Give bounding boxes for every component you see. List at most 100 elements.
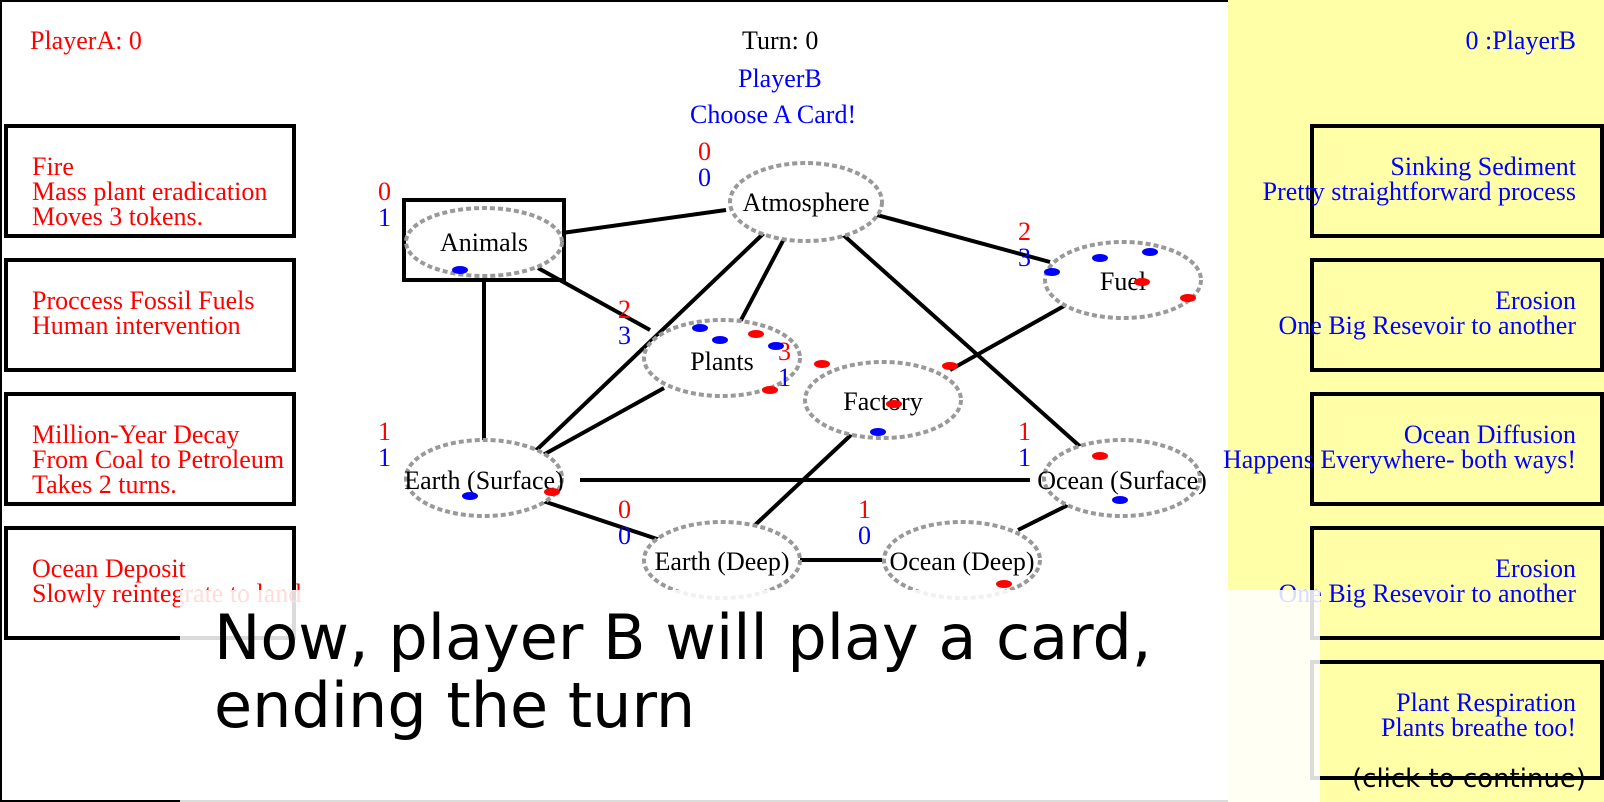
token-counts: 0 0 0 1 2 3 2 3 3 1 1 1 1 1 0 0 1 0	[378, 137, 1031, 550]
token-red	[748, 330, 764, 338]
card-title: Erosion	[1495, 286, 1576, 315]
count-fuel-red: 2	[1018, 217, 1031, 246]
count-earth-deep-red: 0	[618, 495, 631, 524]
node-label-earth-surface: Earth (Surface)	[404, 466, 564, 495]
token-blue	[870, 428, 886, 436]
node-earth-deep[interactable]	[642, 520, 802, 600]
card-desc: From Coal to Petroleum	[32, 445, 285, 474]
card-title: Million-Year Decay	[32, 420, 240, 449]
node-earth-surface[interactable]	[404, 438, 564, 518]
token-blue	[768, 342, 784, 350]
node-ocean-surface[interactable]	[1042, 438, 1202, 518]
carbon-tokens	[452, 248, 1196, 588]
edge-plants-earth-surface	[533, 386, 665, 462]
card-sinking-sediment[interactable]: Sinking Sediment Pretty straightforward …	[1263, 124, 1604, 238]
token-blue	[692, 324, 708, 332]
count-atmosphere-red: 0	[698, 137, 711, 166]
token-blue	[1142, 248, 1158, 256]
card-desc: Pretty straightforward process	[1262, 177, 1576, 206]
token-red	[1134, 278, 1150, 286]
current-player: PlayerB	[738, 64, 822, 93]
card-desc: Human intervention	[32, 311, 241, 340]
count-ocean-surface-blue: 1	[1018, 443, 1031, 472]
card-title: Proccess Fossil Fuels	[32, 286, 255, 315]
edge-atmosphere-plants	[738, 234, 788, 323]
edge-earth-surface-deep	[539, 498, 661, 542]
edge-animals-atmosphere	[561, 208, 727, 235]
continue-prompt[interactable]: (click to continue)	[1352, 764, 1587, 794]
edge-atmosphere-fuel	[865, 210, 1051, 264]
card-process-fossil-fuels[interactable]: Proccess Fossil Fuels Human intervention	[4, 258, 296, 372]
token-red	[1180, 294, 1196, 302]
selected-node-box	[402, 198, 566, 282]
node-label-factory: Factory	[843, 387, 922, 416]
edge-atmosphere-earth-surface	[524, 231, 766, 462]
player-a-score: PlayerA: 0	[30, 26, 142, 55]
count-earth-deep-blue: 0	[618, 521, 631, 550]
count-ocean-deep-red: 1	[858, 495, 871, 524]
edge-factory-fuel	[949, 304, 1065, 372]
token-blue	[452, 266, 468, 274]
token-red	[886, 400, 902, 408]
node-factory[interactable]	[803, 360, 963, 440]
card-ocean-diffusion[interactable]: Ocean Diffusion Happens Everywhere- both…	[1223, 392, 1604, 506]
token-red	[544, 488, 560, 496]
count-animals-blue: 1	[378, 203, 391, 232]
token-blue	[1112, 496, 1128, 504]
count-plants-red: 2	[618, 295, 631, 324]
card-title: Sinking Sediment	[1390, 152, 1576, 181]
card-title: Plant Respiration	[1396, 688, 1576, 717]
count-plants-blue-2: 1	[778, 363, 791, 392]
card-effect: Takes 2 turns.	[32, 470, 177, 499]
card-desc: One Big Resevoir to another	[1278, 311, 1577, 340]
node-label-plants: Plants	[690, 347, 754, 376]
card-title: Ocean Diffusion	[1403, 420, 1576, 449]
card-erosion[interactable]: Erosion One Big Resevoir to another	[1279, 258, 1604, 372]
card-title: Erosion	[1495, 554, 1576, 583]
card-fire[interactable]: Fire Mass plant eradication Moves 3 toke…	[4, 124, 296, 238]
card-desc: Plants breathe too!	[1381, 713, 1576, 742]
token-blue	[712, 336, 728, 344]
token-red	[762, 386, 778, 394]
node-animals[interactable]	[404, 206, 564, 278]
tutorial-message: Now, player B will play a card, ending t…	[214, 604, 1152, 740]
count-ocean-deep-blue: 0	[858, 521, 871, 550]
graph-nodes	[404, 161, 1203, 600]
token-blue	[1092, 254, 1108, 262]
node-label-earth-deep: Earth (Deep)	[655, 547, 790, 576]
card-million-year-decay[interactable]: Million-Year Decay From Coal to Petroleu…	[4, 392, 296, 506]
token-blue	[462, 492, 478, 500]
turn-counter: Turn: 0	[742, 26, 819, 55]
token-red	[942, 362, 958, 370]
card-desc: One Big Resevoir to another	[1278, 579, 1577, 608]
node-label-ocean-deep: Ocean (Deep)	[889, 547, 1034, 576]
card-title: Fire	[32, 152, 74, 181]
card-desc: Mass plant eradication	[32, 177, 268, 206]
count-ocean-surface-red: 1	[1018, 417, 1031, 446]
turn-prompt: Choose A Card!	[690, 100, 857, 129]
tutorial-overlay[interactable]	[180, 590, 1320, 802]
edge-atmosphere-ocean-surface	[838, 230, 1086, 452]
node-fuel[interactable]	[1043, 240, 1203, 320]
tutorial-line-2: ending the turn	[214, 669, 696, 742]
count-atmosphere-blue: 0	[698, 163, 711, 192]
card-title: Ocean Deposit	[32, 554, 186, 583]
token-red	[814, 360, 830, 368]
card-erosion-2[interactable]: Erosion One Big Resevoir to another	[1279, 526, 1604, 640]
count-plants-blue: 3	[618, 321, 631, 350]
count-earth-surface-blue: 1	[378, 443, 391, 472]
count-fuel-blue: 3	[1018, 243, 1031, 272]
token-blue	[1044, 268, 1060, 276]
node-ocean-deep[interactable]	[882, 520, 1042, 600]
token-red	[996, 580, 1012, 588]
node-atmosphere[interactable]	[728, 161, 884, 243]
edge-animals-plants	[537, 266, 651, 332]
node-label-ocean-surface: Ocean (Surface)	[1037, 466, 1207, 495]
token-red	[1092, 452, 1108, 460]
node-plants[interactable]	[642, 318, 802, 398]
node-label-animals: Animals	[440, 228, 528, 257]
node-label-atmosphere: Atmosphere	[742, 188, 869, 217]
count-plants-red-2: 3	[778, 337, 791, 366]
card-desc: Happens Everywhere- both ways!	[1222, 445, 1576, 474]
